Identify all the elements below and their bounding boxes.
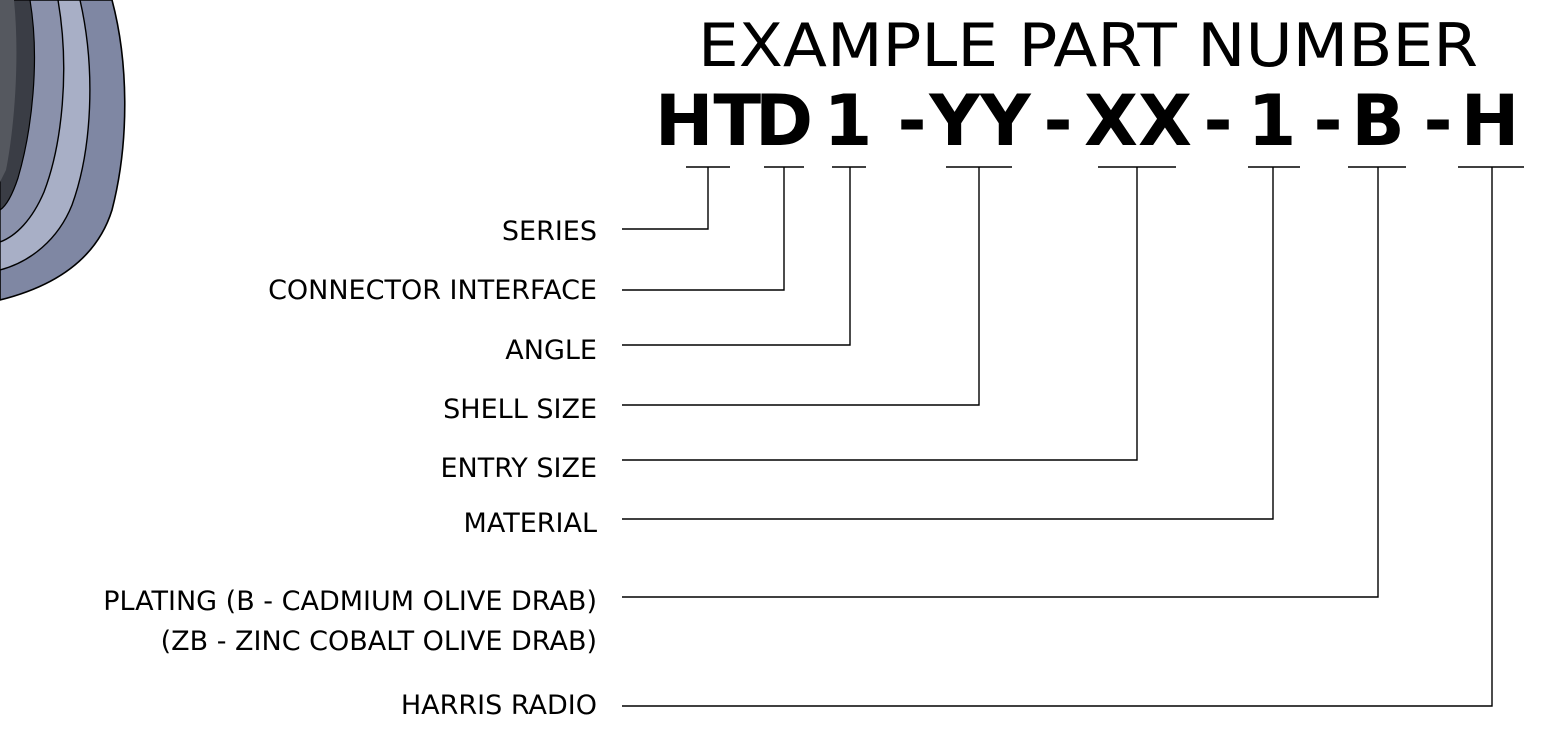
label-angle: ANGLE	[505, 335, 597, 366]
label-plating-line-1: PLATING (B - CADMIUM OLIVE DRAB)	[103, 586, 597, 617]
diagram-title: EXAMPLE PART NUMBER	[698, 11, 1478, 81]
segment-shell: YY	[928, 80, 1032, 162]
connector-illustration-icon	[0, 0, 126, 301]
label-interface: CONNECTOR INTERFACE	[268, 275, 597, 306]
segment-series: HT	[655, 80, 762, 162]
field-labels: SERIES CONNECTOR INTERFACE ANGLE SHELL S…	[103, 216, 597, 721]
segment-dash-3: -	[1203, 80, 1232, 162]
leader-interface	[622, 167, 785, 291]
label-entry: ENTRY SIZE	[440, 453, 597, 484]
segment-angle: 1	[824, 80, 873, 162]
segment-dash-5: -	[1423, 80, 1452, 162]
segment-dash-2: -	[1043, 80, 1072, 162]
leader-entry	[622, 167, 1138, 461]
leader-material	[622, 167, 1274, 520]
segment-interface: D	[755, 80, 813, 162]
label-material: MATERIAL	[464, 508, 597, 539]
segment-entry: XX	[1084, 80, 1192, 162]
leader-lines	[622, 167, 1493, 707]
label-plating-line-2: (ZB - ZINC COBALT OLIVE DRAB)	[161, 626, 597, 657]
label-shell: SHELL SIZE	[443, 394, 597, 425]
leader-radio	[622, 167, 1493, 707]
leader-plating	[622, 167, 1379, 598]
segment-plating: B	[1351, 80, 1404, 162]
label-radio: HARRIS RADIO	[401, 690, 597, 721]
leader-series	[622, 167, 709, 230]
leader-angle	[622, 167, 851, 346]
segment-dash-4: -	[1313, 80, 1342, 162]
segment-dash-1: -	[897, 80, 926, 162]
leader-shell	[622, 167, 980, 406]
part-number: HT D 1 - YY - XX - 1 - B - H	[655, 80, 1519, 162]
segment-radio: H	[1461, 80, 1520, 162]
label-series: SERIES	[502, 216, 597, 247]
segment-material: 1	[1248, 80, 1297, 162]
